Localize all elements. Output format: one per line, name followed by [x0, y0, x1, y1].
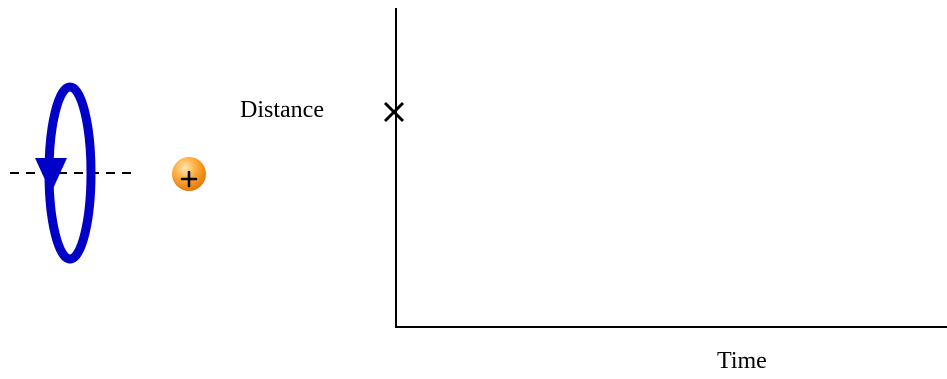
- x-axis-label: Time: [717, 348, 767, 374]
- current-direction-arrow-icon: [35, 158, 67, 193]
- y-axis-label: Distance: [240, 97, 324, 123]
- positive-charge-icon: [172, 157, 206, 191]
- cross-marker-icon: [383, 101, 405, 123]
